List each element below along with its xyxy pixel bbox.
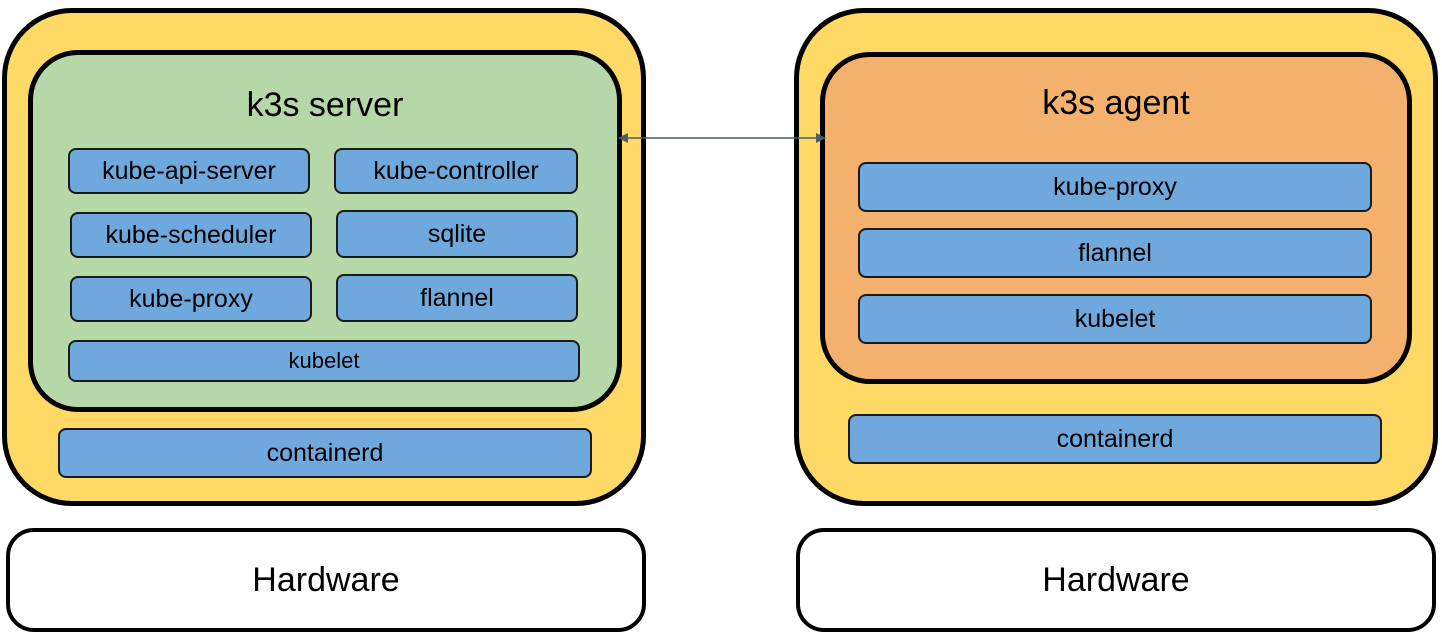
- server-containerd-block: containerd: [58, 428, 592, 478]
- kube-api-server-block: kube-api-server: [68, 148, 310, 194]
- kube-scheduler-block: kube-scheduler: [70, 212, 312, 258]
- server-flannel-block: flannel: [336, 274, 578, 322]
- kube-controller-block: kube-controller: [334, 148, 578, 194]
- server-kubelet-block: kubelet: [68, 340, 580, 382]
- server-kube-proxy-block: kube-proxy: [70, 276, 312, 322]
- sqlite-block: sqlite: [336, 210, 578, 258]
- agent-kube-proxy-block: kube-proxy: [858, 162, 1372, 212]
- agent-kubelet-block: kubelet: [858, 294, 1372, 344]
- k3s-server-title: k3s server: [246, 86, 404, 124]
- server-hardware-box: Hardware: [6, 528, 646, 632]
- agent-flannel-block: flannel: [858, 228, 1372, 278]
- agent-containerd-block: containerd: [848, 414, 1382, 464]
- agent-hardware-box: Hardware: [796, 528, 1436, 632]
- k3s-agent-title: k3s agent: [1042, 84, 1190, 122]
